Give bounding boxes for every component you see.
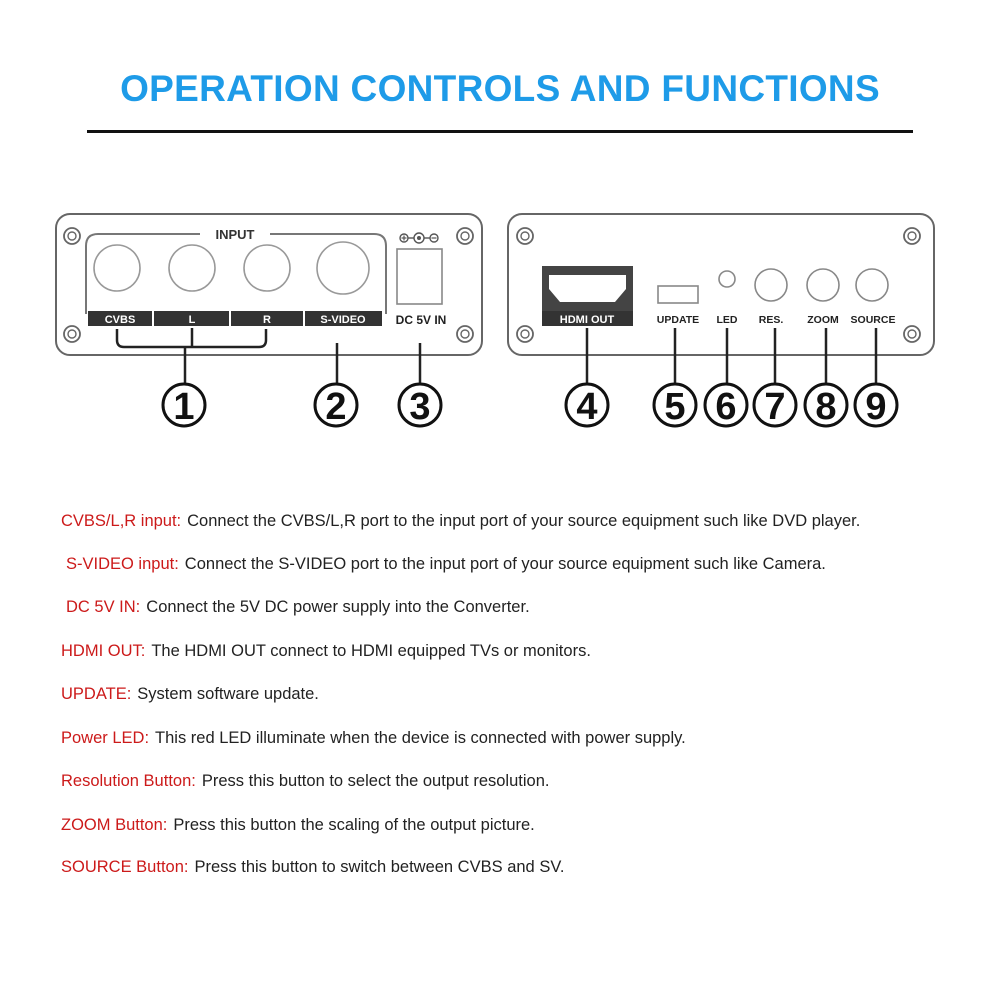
source-label: SOURCE [851, 314, 896, 326]
desc-term: Power LED: [61, 729, 150, 747]
hdmi-label-strip [542, 311, 633, 326]
audio-r-jack [243, 244, 291, 292]
audio-l-label: L [189, 314, 196, 326]
update-label: UPDATE [657, 314, 699, 326]
svg-text:9: 9 [865, 386, 886, 428]
desc-term: Resolution Button: [61, 772, 196, 790]
audio-l-jack [168, 244, 216, 292]
svg-text:6: 6 [715, 386, 736, 428]
screw-icon [456, 325, 474, 343]
desc-text: Press this button to switch between CVBS… [194, 858, 565, 876]
desc-row-dc-in: DC 5V IN: Connect the 5V DC power supply … [66, 597, 530, 617]
desc-text: Connect the S-VIDEO port to the input po… [184, 555, 826, 573]
screw-icon [63, 227, 81, 245]
callout-numbers: 1 2 3 4 5 6 7 8 [161, 382, 899, 428]
title-divider [87, 130, 913, 133]
desc-row-resolution: Resolution Button: Press this button to s… [61, 771, 549, 791]
desc-term: UPDATE: [61, 685, 132, 703]
dc-power-label: DC 5V IN [396, 313, 447, 327]
desc-row-update: UPDATE: System software update. [61, 684, 319, 704]
source-button [855, 268, 889, 302]
callout-5: 5 [652, 382, 698, 428]
screw-icon [516, 227, 534, 245]
zoom-label: ZOOM [807, 314, 839, 326]
desc-text: Connect the 5V DC power supply into the … [146, 598, 530, 616]
port-label-strip [88, 311, 382, 326]
callout-6: 6 [703, 382, 749, 428]
cvbs-jack [93, 244, 141, 292]
dc-power-jack [396, 248, 443, 305]
svg-text:8: 8 [815, 386, 836, 428]
desc-term: SOURCE Button: [61, 858, 189, 876]
desc-term: HDMI OUT: [61, 642, 146, 660]
screw-icon [516, 325, 534, 343]
rear-panel: HDMI OUT UPDATE LED RES. ZOOM SOURCE [507, 213, 935, 386]
svg-text:1: 1 [173, 386, 194, 428]
hdmi-out-label: HDMI OUT [560, 314, 615, 326]
desc-text: System software update. [137, 685, 319, 703]
panel-diagram: INPUT CVBS L R S-VIDEO DC 5V IN [55, 213, 935, 428]
desc-text: Press this button the scaling of the out… [173, 816, 535, 834]
callout-4: 4 [564, 382, 610, 428]
hdmi-connector-icon [549, 275, 626, 302]
update-port [657, 285, 699, 304]
desc-text: Connect the CVBS/L,R port to the input p… [187, 512, 861, 530]
desc-text: Press this button to select the output r… [201, 772, 550, 790]
front-panel: INPUT CVBS L R S-VIDEO DC 5V IN [55, 213, 483, 386]
callout-2: 2 [313, 382, 359, 428]
desc-term: ZOOM Button: [61, 816, 168, 834]
desc-row-s-video: S-VIDEO input: Connect the S-VIDEO port t… [66, 554, 826, 574]
dc-polarity-icon [399, 232, 439, 244]
s-video-jack [316, 241, 370, 295]
cvbs-label: CVBS [105, 314, 136, 326]
desc-text: The HDMI OUT connect to HDMI equipped TV… [151, 642, 591, 660]
desc-term: S-VIDEO input: [66, 555, 179, 573]
svg-text:3: 3 [409, 386, 430, 428]
resolution-button [754, 268, 788, 302]
screw-icon [456, 227, 474, 245]
screw-icon [63, 325, 81, 343]
callout-3: 3 [397, 382, 443, 428]
desc-row-zoom: ZOOM Button: Press this button the scalin… [61, 815, 535, 835]
res-label: RES. [759, 314, 784, 326]
desc-term: CVBS/L,R input: [61, 512, 182, 530]
power-led [718, 270, 736, 288]
input-group-frame [85, 233, 387, 314]
screw-icon [903, 227, 921, 245]
audio-r-label: R [263, 314, 271, 326]
svg-text:2: 2 [325, 386, 346, 428]
callout-1: 1 [161, 382, 207, 428]
callout-7: 7 [752, 382, 798, 428]
desc-row-hdmi-out: HDMI OUT: The HDMI OUT connect to HDMI eq… [61, 641, 591, 661]
screw-icon [903, 325, 921, 343]
input-label: INPUT [216, 227, 255, 242]
svg-text:7: 7 [764, 386, 785, 428]
svg-text:5: 5 [664, 386, 685, 428]
desc-term: DC 5V IN: [66, 598, 141, 616]
callout-9: 9 [853, 382, 899, 428]
led-label: LED [717, 314, 738, 326]
desc-row-cvbs: CVBS/L,R input: Connect the CVBS/L,R port… [61, 511, 860, 531]
desc-row-power-led: Power LED: This red LED illuminate when t… [61, 728, 686, 748]
page-title: OPERATION CONTROLS AND FUNCTIONS [120, 68, 880, 109]
svg-text:4: 4 [576, 386, 597, 428]
desc-row-source: SOURCE Button: Press this button to switc… [61, 857, 564, 877]
callout-8: 8 [803, 382, 849, 428]
s-video-label: S-VIDEO [320, 314, 366, 326]
desc-text: This red LED illuminate when the device … [155, 729, 686, 747]
zoom-button [806, 268, 840, 302]
